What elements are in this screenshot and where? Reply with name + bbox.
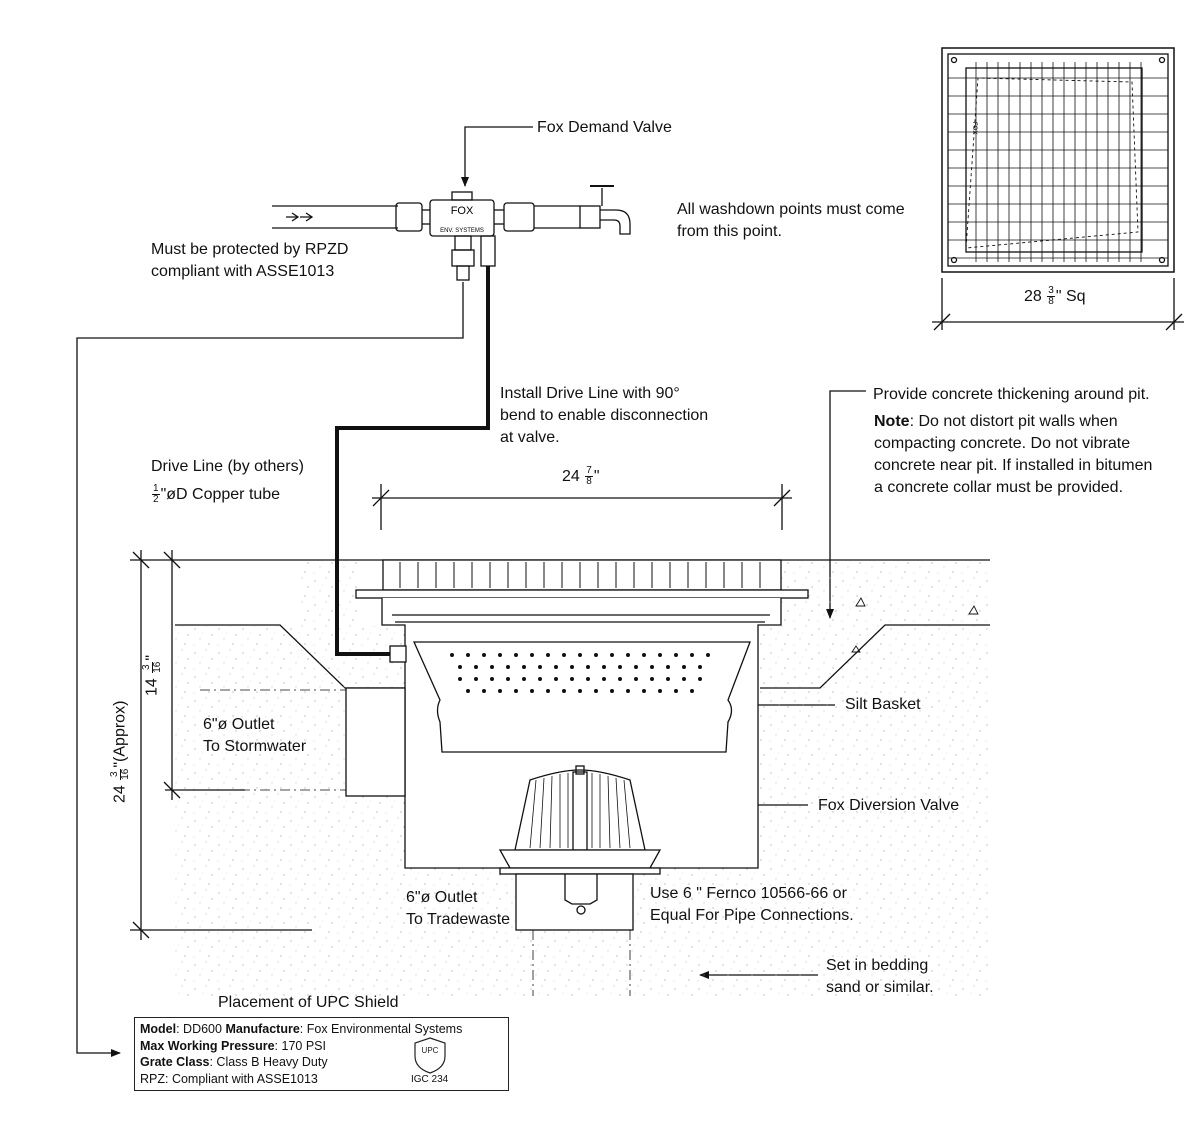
rpzd-leader-line [76, 282, 464, 1057]
rpzd-label-line1: Must be protected by RPZD [151, 241, 349, 258]
valve-sub-text: ENV. SYSTEMS [440, 228, 484, 234]
install-drive-line-line1: Install Drive Line with 90° [500, 385, 680, 402]
demand-valve-assembly [272, 126, 631, 281]
basket-perforations [450, 653, 710, 693]
tradewaste-outlet-line2: To Tradewaste [406, 911, 511, 928]
note-block: Note: Do not distort pit walls when comp… [874, 411, 1164, 499]
drive-line-tube [335, 266, 490, 656]
upc-shield-plate: Model: DD600 Manufacture: Fox Environmen… [134, 1017, 509, 1091]
concrete-thickening-label: Provide concrete thickening around pit. [873, 386, 1150, 403]
shield-row-rpz: RPZ: Compliant with ASSE1013 [140, 1071, 318, 1086]
demand-valve-label: Fox Demand Valve [537, 119, 672, 136]
stormwater-outlet-line2: To Stormwater [203, 738, 307, 755]
grate-plan-view [932, 47, 1184, 331]
shield-row-pressure: Max Working Pressure: 170 PSI [140, 1038, 326, 1053]
upc-shield-title: Placement of UPC Shield [218, 994, 399, 1011]
concrete-leader-line [826, 390, 866, 619]
silt-basket-label: Silt Basket [845, 696, 921, 713]
pit-body [200, 559, 809, 996]
note-text: : Do not distort pit walls when compacti… [874, 413, 1153, 496]
valve-brand-text: FOX [451, 205, 474, 217]
rpzd-label-line2: compliant with ASSE1013 [151, 263, 335, 280]
diversion-valve-label: Fox Diversion Valve [818, 797, 960, 814]
shield-row-model: Model: DD600 Manufacture: Fox Environmen… [140, 1022, 463, 1036]
tradewaste-outlet-line1: 6"ø Outlet [406, 889, 478, 906]
washdown-label-line2: from this point. [677, 223, 782, 240]
bedding-label-line2: sand or similar. [826, 979, 934, 996]
install-drive-line-line2: bend to enable disconnection [500, 407, 709, 424]
upc-logo-caption: IGC 234 [411, 1074, 449, 1085]
stormwater-outlet-line1: 6"ø Outlet [203, 716, 275, 733]
upc-logo-text: UPC [422, 1046, 439, 1055]
install-drive-line-line3: at valve. [500, 429, 560, 446]
fernco-label-line1: Use 6 " Fernco 10566-66 or [650, 885, 847, 902]
upc-shield-logo: UPC [414, 1037, 446, 1074]
shield-row-grate-class: Grate Class: Class B Heavy Duty [140, 1055, 328, 1069]
note-heading: Note [874, 413, 910, 430]
bedding-label-line1: Set in bedding [826, 957, 929, 974]
grate-brand-text: FOX [971, 122, 977, 134]
dimension-lines [130, 484, 792, 940]
drive-line-title: Drive Line (by others) [151, 458, 304, 475]
washdown-label-line1: All washdown points must come [677, 201, 905, 218]
fernco-label-line2: Equal For Pipe Connections. [650, 907, 854, 924]
